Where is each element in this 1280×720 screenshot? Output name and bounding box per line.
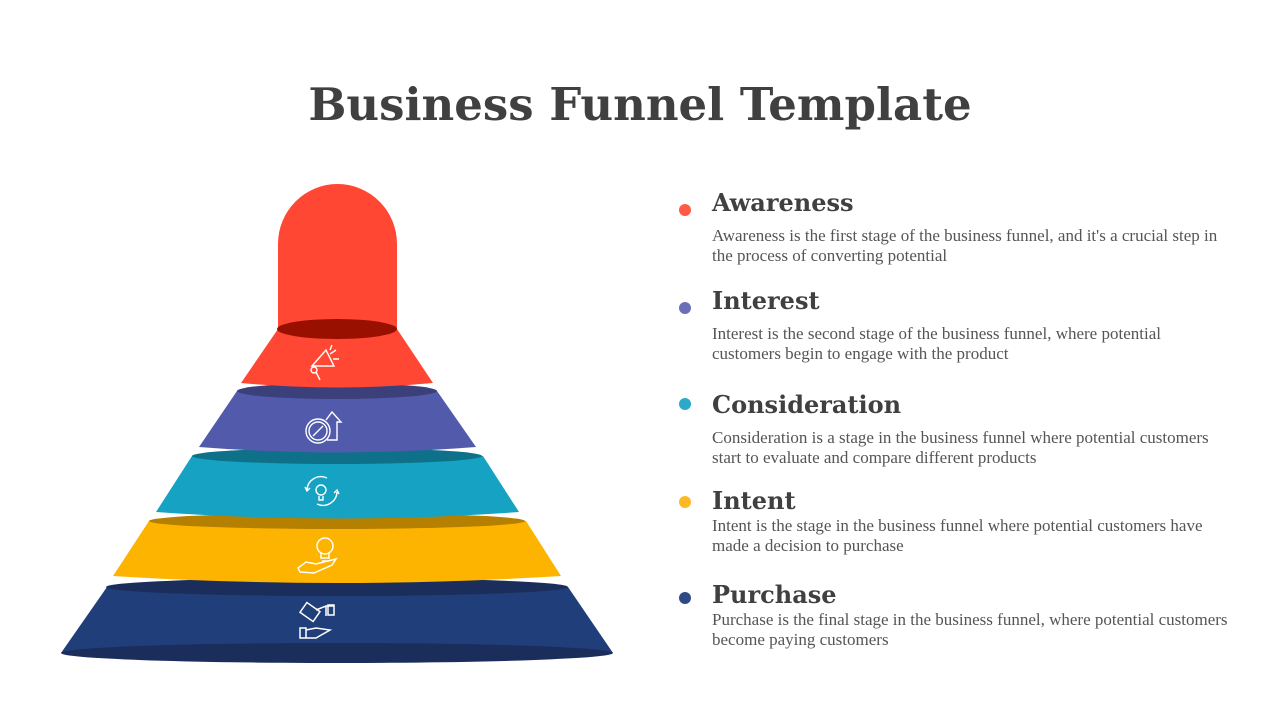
interest-bullet-dot	[679, 302, 691, 314]
stage-description: Purchase is the final stage in the busin…	[712, 610, 1228, 649]
purchase-bullet-dot	[679, 592, 691, 604]
stage-description: Intent is the stage in the business funn…	[712, 516, 1203, 555]
stage-awareness: Awareness Awareness is the first stage o…	[679, 188, 1232, 265]
stage-description: Consideration is a stage in the business…	[712, 428, 1209, 467]
stage-interest: Interest Interest is the second stage of…	[679, 286, 1232, 363]
funnel-band-purchase	[61, 578, 613, 663]
stage-heading: Intent	[712, 486, 796, 515]
hand-lightbulb-icon	[297, 537, 338, 574]
awareness-bullet-dot	[679, 204, 691, 216]
consideration-bullet-dot	[679, 398, 691, 410]
funnel-diagram	[61, 184, 613, 663]
stage-heading: Purchase	[712, 580, 837, 609]
funnel-band-intent	[113, 513, 561, 583]
stage-intent: Intent Intent is the stage in the busine…	[679, 486, 1232, 555]
page-title: Business Funnel Template	[308, 78, 972, 131]
handshake-money-icon	[298, 601, 335, 639]
stage-consideration: Consideration Consideration is a stage i…	[679, 390, 1232, 467]
intent-bullet-dot	[679, 496, 691, 508]
stage-description: Awareness is the first stage of the busi…	[712, 226, 1218, 265]
funnel-band-awareness	[241, 184, 433, 388]
stage-heading: Interest	[712, 286, 820, 315]
funnel-band-interest	[199, 383, 476, 453]
stage-description: Interest is the second stage of the busi…	[712, 324, 1161, 363]
idea-cycle-icon	[304, 475, 340, 507]
stage-purchase: Purchase Purchase is the final stage in …	[679, 580, 1232, 649]
megaphone-icon	[310, 344, 339, 381]
stage-heading: Awareness	[712, 188, 854, 217]
funnel-band-consideration	[156, 448, 519, 519]
discount-house-icon	[305, 410, 343, 444]
stage-heading: Consideration	[712, 390, 902, 419]
